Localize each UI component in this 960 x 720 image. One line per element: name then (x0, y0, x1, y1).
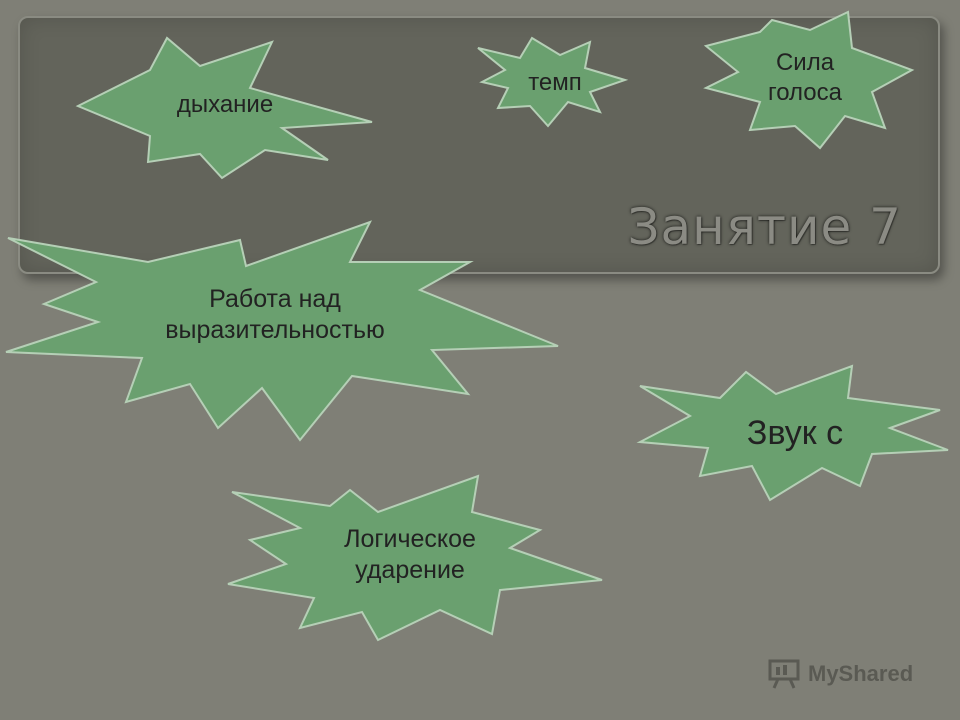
burst-voice-strength (703, 10, 915, 150)
burst-logical-stress (227, 474, 603, 642)
voice-strength-line2: голоса (767, 79, 842, 106)
logical-stress-line2: ударение (355, 556, 465, 585)
burst-logical-stress-label: Логическое ударение (305, 524, 515, 587)
burst-tempo (477, 36, 629, 128)
burst-sound-label: Звук с (746, 414, 844, 452)
burst-sound (636, 364, 949, 502)
burst-expressiveness (5, 220, 559, 442)
expressiveness-line2: выразительностью (165, 316, 385, 345)
presentation-icon (768, 659, 800, 689)
burst-voice-strength-label: Сила голоса (745, 48, 865, 108)
burst-breathing (75, 36, 373, 180)
voice-strength-line1: Сила (775, 49, 835, 76)
expressiveness-line1: Работа над (209, 285, 341, 313)
logical-stress-line1: Логическое (344, 525, 476, 553)
burst-breathing-label: дыхание (176, 91, 274, 118)
slide-title: Занятие 7 (627, 198, 902, 256)
burst-expressiveness-label: Работа над выразительностью (120, 284, 430, 347)
watermark-logo: MyShared (768, 656, 913, 692)
burst-tempo-label: темп (528, 69, 582, 96)
watermark-text: MyShared (808, 661, 914, 686)
